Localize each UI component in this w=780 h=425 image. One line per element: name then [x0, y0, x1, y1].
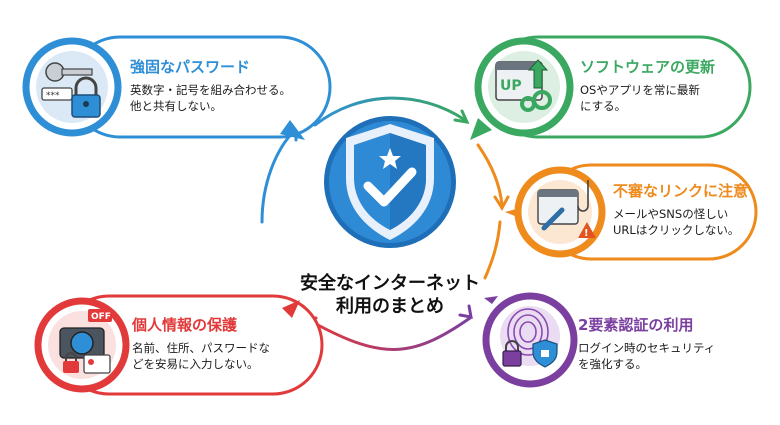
svg-text:OFF: OFF	[91, 312, 111, 322]
card-desc-line2: URLはクリックしない。	[613, 223, 740, 237]
card-mfa: 2要素認証の利用 ログイン時のセキュリティ を強化する。	[578, 316, 715, 372]
svg-text:!: !	[584, 228, 589, 239]
card-desc-line2: にする。	[580, 99, 627, 113]
card-desc-line1: 英数字・記号を組み合わせる。	[130, 83, 291, 97]
card-link: 不審なリンクに注意 メールやSNSの怪しい URLはクリックしない。	[613, 182, 748, 238]
card-desc-line2: どを安易に入力しない。	[132, 357, 259, 371]
card-title: 強固なパスワード	[130, 58, 251, 76]
card-desc-line1: OSやアプリを常に最新	[580, 83, 700, 97]
card-desc-line1: メールやSNSの怪しい	[613, 207, 729, 221]
card-desc-line1: ログイン時のセキュリティ	[578, 341, 716, 355]
card-mfa-frame	[482, 292, 578, 388]
center-title: 安全なインターネット 利用のまとめ	[280, 272, 500, 318]
card-title: ソフトウェアの更新	[580, 58, 716, 76]
card-update-frame: UP	[470, 35, 752, 140]
card-title: 不審なリンクに注意	[613, 182, 749, 200]
center-title-line2: 利用のまとめ	[336, 296, 444, 317]
card-desc-line2: を強化する。	[578, 357, 647, 371]
card-update: ソフトウェアの更新 OSやアプリを常に最新 にする。	[580, 58, 715, 114]
card-password: 強固なパスワード 英数字・記号を組み合わせる。 他と共有しない。	[130, 58, 291, 114]
card-desc-line1: 名前、住所、パスワードな	[132, 341, 270, 355]
center-title-line1: 安全なインターネット	[300, 273, 480, 294]
card-desc-line2: 他と共有しない。	[130, 99, 222, 113]
card-privacy: 個人情報の保護 名前、住所、パスワードな どを安易に入力しない。	[132, 316, 270, 372]
card-link-frame: !	[505, 163, 758, 261]
center-shield-emblem	[324, 116, 456, 248]
card-title: 個人情報の保護	[132, 316, 238, 334]
svg-text:***: ***	[46, 91, 60, 101]
card-title: 2要素認証の利用	[578, 316, 694, 334]
svg-text:UP: UP	[500, 78, 522, 94]
card-privacy-frame: OFF	[34, 294, 324, 396]
card-password-frame: ***	[22, 35, 332, 140]
